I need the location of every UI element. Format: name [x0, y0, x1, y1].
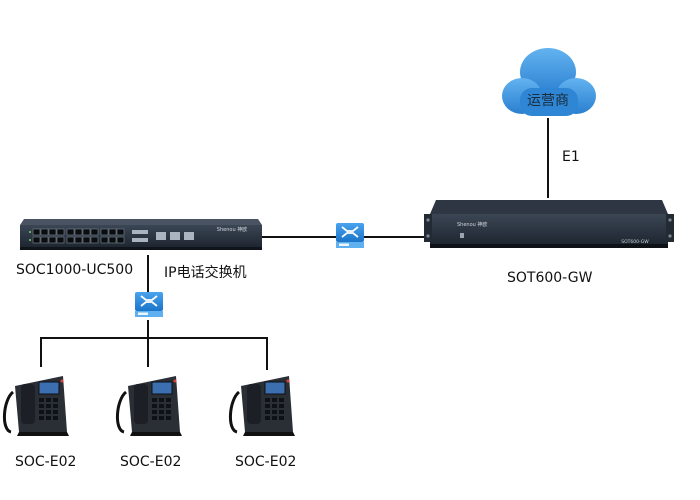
network-switch-icon — [135, 292, 163, 317]
e1-link-label: E1 — [562, 149, 580, 165]
connection-lines — [40, 118, 549, 370]
switch-model-label: SOC1000-UC500 — [16, 262, 134, 278]
ip-phone-icon — [229, 376, 295, 436]
led-indicators — [29, 231, 31, 241]
gateway-model-label: SOT600-GW — [507, 270, 593, 286]
ip-phone-icon — [116, 376, 182, 436]
ip-phone-icon — [3, 376, 69, 436]
switch-description-label: IP电话交换机 — [164, 265, 247, 281]
network-switch-icon — [336, 223, 364, 248]
pbx-brand-text: Shenou 神欧 — [217, 226, 247, 233]
gateway-power-button — [460, 233, 464, 238]
ethernet-ports — [32, 228, 125, 244]
gateway-panel-text: SOT600-GW — [621, 239, 649, 245]
phone-model-label: SOC-E02 — [15, 454, 77, 470]
phone-model-label: SOC-E02 — [120, 454, 182, 470]
phone-model-label: SOC-E02 — [235, 454, 297, 470]
gateway-device: Shenou 神欧 SOT600-GW — [424, 200, 674, 248]
pbx-switch-device: Shenou 神欧 — [20, 219, 262, 250]
cloud-icon — [502, 48, 596, 116]
phone-bus-line — [40, 337, 268, 370]
gateway-brand-text: Shenou 神欧 — [457, 221, 487, 228]
carrier-label: 运营商 — [527, 93, 569, 109]
